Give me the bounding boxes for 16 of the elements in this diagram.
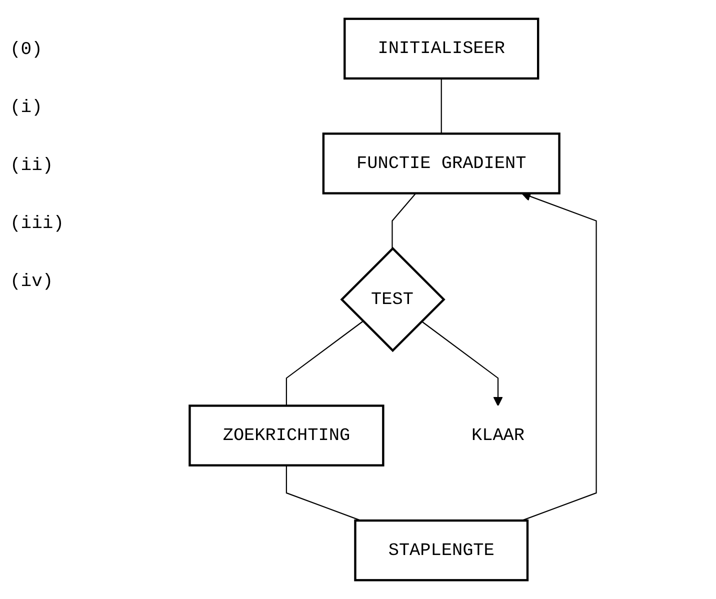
connector (286, 320, 364, 406)
arrow (421, 320, 503, 406)
node-box: STAPLENGTE (354, 519, 529, 582)
node-diamond: TEST (340, 246, 446, 352)
node-box: FUNCTIE GRADIENT (322, 132, 560, 194)
step-number: (i) (10, 98, 44, 118)
step-number: (0) (10, 40, 44, 60)
connector (440, 78, 442, 134)
node-box: INITIALISEER (344, 18, 540, 80)
step-number: (iii) (10, 214, 66, 234)
node-box: ZOEKRICHTING (188, 404, 384, 466)
connector (392, 192, 416, 248)
connector (286, 465, 362, 522)
node-text: KLAAR (472, 426, 525, 446)
step-number: (iv) (10, 272, 54, 292)
step-number: (ii) (10, 156, 54, 176)
